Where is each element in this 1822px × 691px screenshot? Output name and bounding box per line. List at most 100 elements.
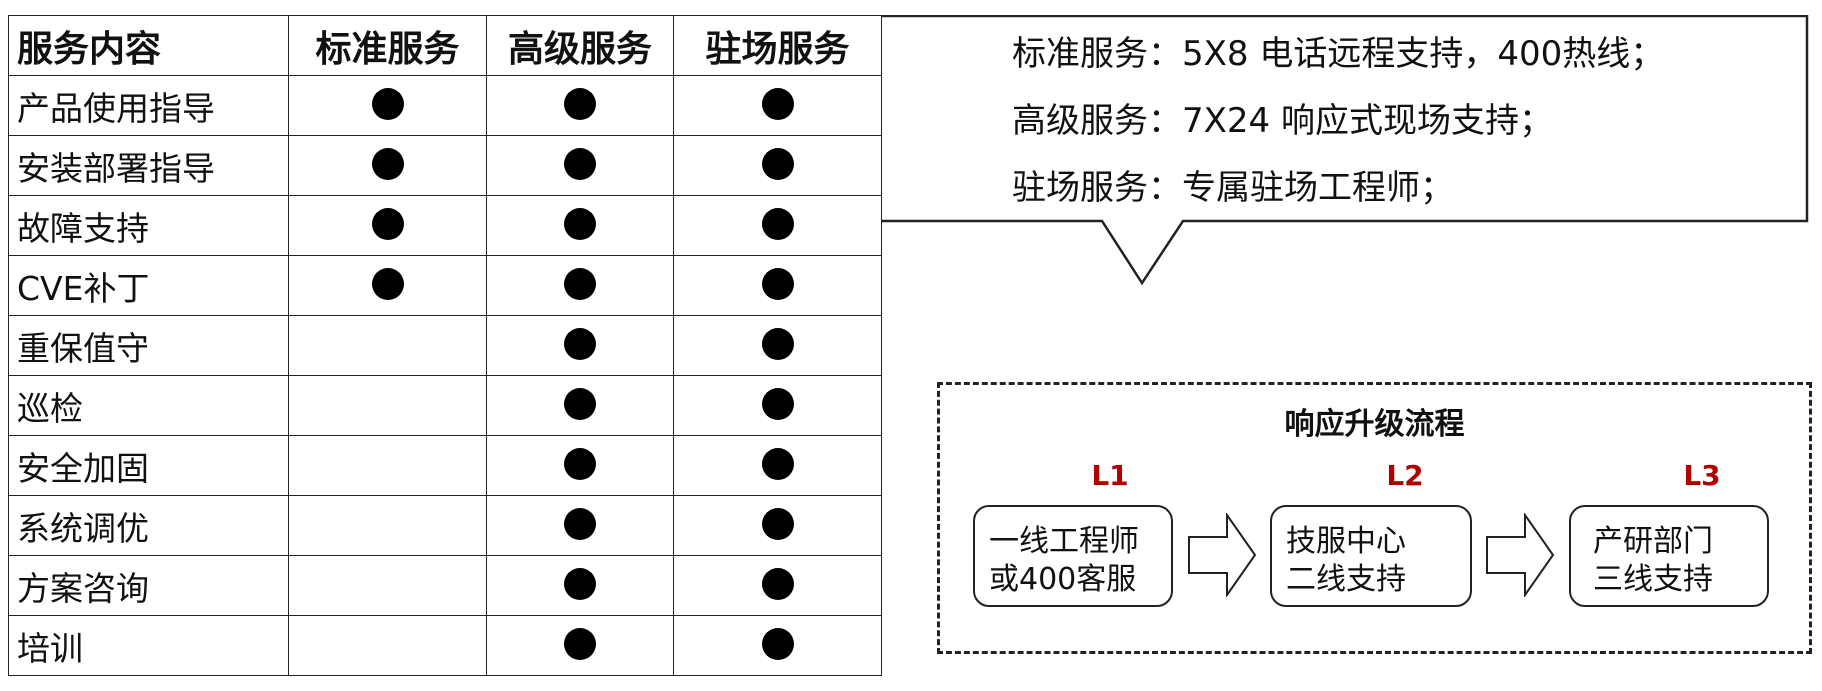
cell-standard xyxy=(288,615,487,676)
stage-l1-line1: 一线工程师 xyxy=(989,524,1139,559)
cell-advanced xyxy=(486,555,674,616)
included-dot-icon xyxy=(564,87,596,120)
included-dot-icon xyxy=(564,507,596,540)
table-row: 方案咨询 xyxy=(8,555,882,616)
level-label-l2: L2 xyxy=(1386,459,1424,492)
table-row: 安全加固 xyxy=(8,435,882,496)
callout-lines: 标准服务：5X8 电话远程支持，400热线； 高级服务：7X24 响应式现场支持… xyxy=(1012,21,1664,222)
included-dot-icon xyxy=(371,147,404,180)
service-item-name: 培训 xyxy=(8,615,289,676)
table-row: 巡检 xyxy=(8,375,882,436)
included-dot-icon xyxy=(761,567,794,600)
cell-advanced xyxy=(486,255,674,316)
table-row: 培训 xyxy=(8,615,882,676)
table-row: 产品使用指导 xyxy=(8,75,882,136)
level-label-l1: L1 xyxy=(1091,459,1129,492)
service-item-name: 巡检 xyxy=(8,375,289,436)
included-dot-icon xyxy=(564,387,596,420)
header-onsite-service: 驻场服务 xyxy=(673,15,882,76)
table-row: CVE补丁 xyxy=(8,255,882,316)
cell-advanced xyxy=(486,495,674,556)
cell-onsite xyxy=(673,195,882,256)
included-dot-icon xyxy=(564,267,596,300)
service-item-name: 产品使用指导 xyxy=(8,75,289,136)
stage-l1-line2: 或400客服 xyxy=(989,562,1137,597)
escalation-title: 响应升级流程 xyxy=(1284,407,1465,442)
service-item-name: 方案咨询 xyxy=(8,555,289,616)
cell-onsite xyxy=(673,495,882,556)
stage-box-l2: 技服中心 二线支持 xyxy=(1270,505,1472,607)
service-item-name: 重保值守 xyxy=(8,315,289,376)
cell-standard xyxy=(288,195,487,256)
cell-onsite xyxy=(673,435,882,496)
cell-standard xyxy=(288,255,487,316)
table-header-row: 服务内容 标准服务 高级服务 驻场服务 xyxy=(8,15,882,76)
included-dot-icon xyxy=(564,207,596,240)
arrow-right-icon xyxy=(1486,513,1555,597)
included-dot-icon xyxy=(761,327,794,360)
included-dot-icon xyxy=(564,327,596,360)
callout-line-standard: 标准服务：5X8 电话远程支持，400热线； xyxy=(1012,34,1665,74)
included-dot-icon xyxy=(371,207,404,240)
cell-advanced xyxy=(486,615,674,676)
included-dot-icon xyxy=(761,507,794,540)
cell-standard xyxy=(288,435,487,496)
callout-bubble-shape xyxy=(881,15,1809,286)
included-dot-icon xyxy=(761,147,794,180)
service-item-name: 安装部署指导 xyxy=(8,135,289,196)
stage-l3-line2: 三线支持 xyxy=(1593,562,1713,597)
cell-standard xyxy=(288,315,487,376)
cell-standard xyxy=(288,555,487,616)
included-dot-icon xyxy=(761,267,794,300)
included-dot-icon xyxy=(371,87,404,120)
callout-line-advanced: 高级服务：7X24 响应式现场支持； xyxy=(1012,101,1553,141)
cell-advanced xyxy=(486,135,674,196)
stage-l2-line1: 技服中心 xyxy=(1286,524,1406,559)
included-dot-icon xyxy=(761,387,794,420)
service-item-name: 系统调优 xyxy=(8,495,289,556)
cell-advanced xyxy=(486,75,674,136)
included-dot-icon xyxy=(371,267,404,300)
table-row: 重保值守 xyxy=(8,315,882,376)
header-advanced-service: 高级服务 xyxy=(486,15,674,76)
service-item-name: 故障支持 xyxy=(8,195,289,256)
included-dot-icon xyxy=(761,87,794,120)
cell-onsite xyxy=(673,255,882,316)
stage-box-l3: 产研部门 三线支持 xyxy=(1569,505,1769,607)
level-label-l3: L3 xyxy=(1683,459,1721,492)
table-row: 系统调优 xyxy=(8,495,882,556)
cell-onsite xyxy=(673,315,882,376)
stage-box-l1: 一线工程师 或400客服 xyxy=(973,505,1173,607)
cell-advanced xyxy=(486,435,674,496)
stage-l3-line1: 产研部门 xyxy=(1593,524,1713,559)
service-description-callout: 标准服务：5X8 电话远程支持，400热线； 高级服务：7X24 响应式现场支持… xyxy=(880,15,1810,341)
table-row: 安装部署指导 xyxy=(8,135,882,196)
cell-onsite xyxy=(673,615,882,676)
escalation-flow-box: 响应升级流程 L1 L2 L3 一线工程师 或400客服 技服中心 二线支持 产… xyxy=(937,382,1812,654)
cell-onsite xyxy=(673,555,882,616)
included-dot-icon xyxy=(761,207,794,240)
included-dot-icon xyxy=(564,447,596,480)
cell-standard xyxy=(288,495,487,556)
cell-onsite xyxy=(673,375,882,436)
header-standard-service: 标准服务 xyxy=(288,15,487,76)
cell-onsite xyxy=(673,75,882,136)
header-service-content: 服务内容 xyxy=(8,15,289,76)
cell-standard xyxy=(288,75,487,136)
stage-l2-line2: 二线支持 xyxy=(1286,562,1406,597)
cell-advanced xyxy=(486,315,674,376)
included-dot-icon xyxy=(761,447,794,480)
cell-standard xyxy=(288,135,487,196)
included-dot-icon xyxy=(564,567,596,600)
included-dot-icon xyxy=(564,147,596,180)
service-item-name: CVE补丁 xyxy=(8,255,289,316)
cell-standard xyxy=(288,375,487,436)
included-dot-icon xyxy=(564,627,596,660)
service-item-name: 安全加固 xyxy=(8,435,289,496)
arrow-right-icon xyxy=(1188,513,1257,597)
table-row: 故障支持 xyxy=(8,195,882,256)
cell-advanced xyxy=(486,375,674,436)
cell-onsite xyxy=(673,135,882,196)
